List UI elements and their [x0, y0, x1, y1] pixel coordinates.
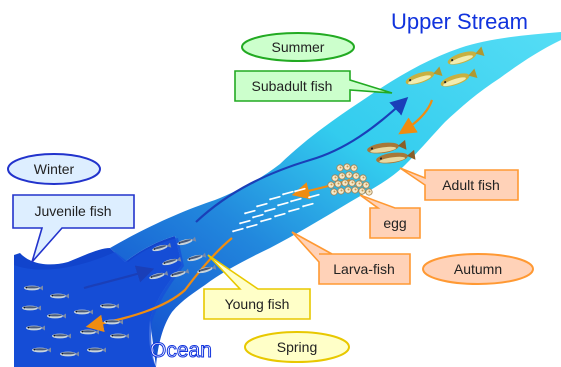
- season-autumn-label: Autumn: [454, 261, 502, 277]
- callout-adult-fish-label: Adult fish: [442, 177, 500, 193]
- season-spring-label: Spring: [277, 339, 317, 355]
- callout-young-fish-label: Young fish: [225, 296, 290, 312]
- callout-larva-fish: Larva-fish: [292, 232, 410, 284]
- season-summer: Summer: [242, 33, 354, 61]
- callout-subadult-fish-label: Subadult fish: [252, 78, 333, 94]
- callout-juvenile-fish-label: Juvenile fish: [34, 203, 111, 219]
- callout-adult-fish: Adult fish: [400, 168, 518, 200]
- ocean-label: Ocean: [150, 339, 212, 362]
- season-summer-label: Summer: [272, 39, 325, 55]
- callout-larva-fish-label: Larva-fish: [333, 261, 394, 277]
- season-autumn: Autumn: [423, 254, 533, 284]
- season-winter: Winter: [8, 154, 100, 184]
- callout-egg-label: egg: [383, 215, 406, 231]
- callout-egg: egg: [360, 195, 420, 238]
- title-upper-stream: Upper Stream: [391, 9, 528, 34]
- season-spring: Spring: [245, 332, 349, 362]
- season-winter-label: Winter: [34, 161, 75, 177]
- callout-young-fish: Young fish: [204, 255, 310, 319]
